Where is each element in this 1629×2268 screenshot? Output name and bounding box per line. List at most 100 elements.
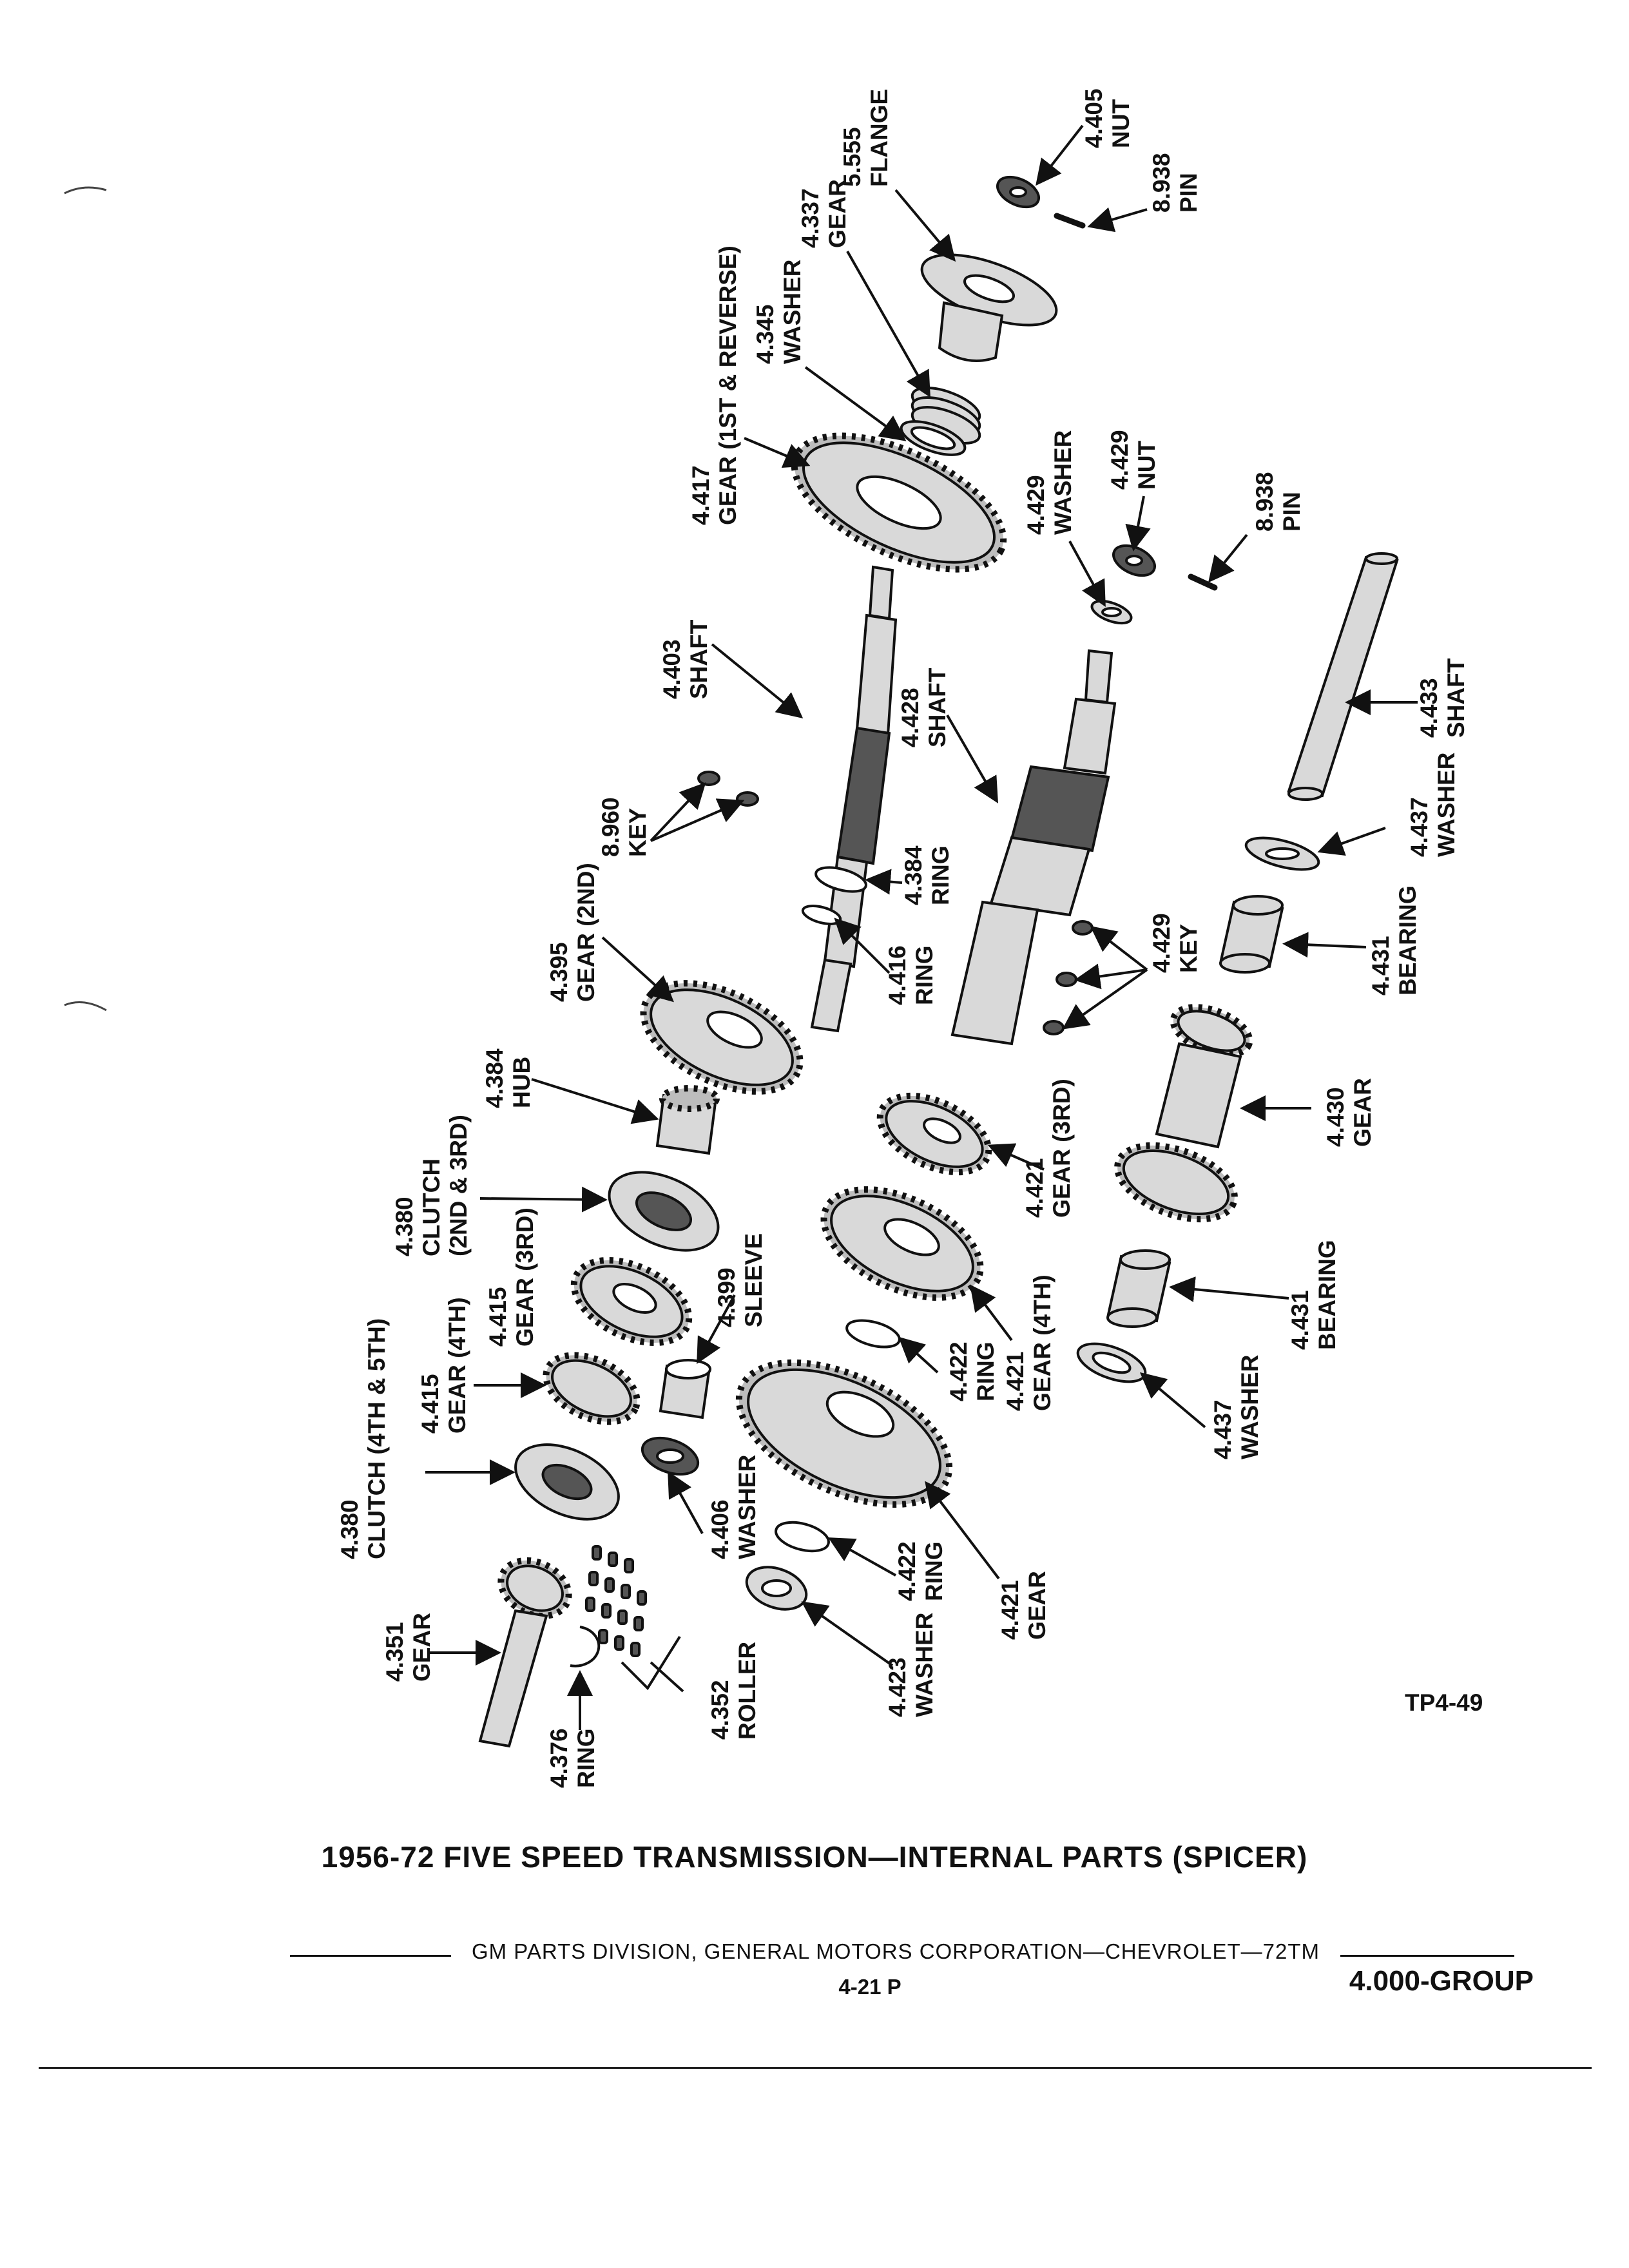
callout-c32: 4.406WASHER bbox=[707, 1455, 760, 1559]
callout-c12: 4.433SHAFT bbox=[1416, 658, 1469, 738]
shaft-4428-shape bbox=[950, 649, 1117, 1046]
callout-c22: 4.421GEAR (3RD) bbox=[1021, 1079, 1075, 1218]
leader-c18 bbox=[1282, 932, 1367, 958]
callout-c29: 4.421GEAR (4TH) bbox=[1002, 1274, 1055, 1411]
leader-c32 bbox=[668, 1471, 704, 1534]
gear-4395-shape bbox=[640, 980, 804, 1095]
callout-c24: 4.415GEAR (3RD) bbox=[485, 1207, 538, 1347]
leader-c11 bbox=[946, 715, 998, 803]
leader-c06 bbox=[744, 437, 811, 468]
leader-c16 bbox=[1317, 827, 1386, 856]
leader-c17b bbox=[1074, 963, 1148, 990]
callout-c31: 4.380CLUTCH (4TH & 5TH) bbox=[336, 1318, 390, 1559]
leader-c37 bbox=[650, 1661, 684, 1693]
clutch-4380-shape bbox=[608, 1171, 720, 1252]
leader-c33 bbox=[828, 1537, 896, 1577]
key-4429-shape bbox=[1072, 920, 1094, 936]
leader-c07 bbox=[1125, 495, 1151, 552]
gear-4430-shape bbox=[1114, 1004, 1253, 1223]
leader-c03 bbox=[894, 189, 956, 262]
leader-c08 bbox=[1068, 541, 1106, 608]
leader-c26 bbox=[1169, 1276, 1289, 1302]
nut-4429-shape bbox=[1112, 544, 1156, 577]
footer-rule-right bbox=[1340, 1955, 1514, 1957]
leader-c19 bbox=[601, 936, 674, 1003]
shaft-4403-shape bbox=[810, 565, 898, 1033]
hub-4384-shape bbox=[655, 1085, 720, 1155]
flange-5555-shape bbox=[920, 253, 1058, 362]
callout-c16: 4.437WASHER bbox=[1406, 753, 1460, 857]
callout-c10: 4.403SHAFT bbox=[659, 619, 712, 699]
leader-c09 bbox=[1208, 533, 1248, 583]
leader-c34 bbox=[925, 1481, 1000, 1580]
callout-c07: 4.429NUT bbox=[1106, 430, 1160, 490]
washer-4437-shape-2 bbox=[1076, 1342, 1147, 1383]
callout-c26: 4.431BEARING bbox=[1287, 1240, 1340, 1350]
callout-c13: 8.960KEY bbox=[597, 797, 651, 857]
bearing-4431-shape bbox=[1219, 895, 1284, 974]
key-8960-shape-2 bbox=[736, 791, 759, 807]
group-number: 4.000-GROUP bbox=[1349, 1965, 1534, 1997]
leader-c23 bbox=[479, 1186, 608, 1213]
key-8960-shape bbox=[697, 771, 720, 786]
leader-c20 bbox=[531, 1078, 659, 1124]
clutch-4380-2-shape bbox=[514, 1443, 620, 1521]
callout-c35: 4.351GEAR bbox=[381, 1613, 435, 1682]
callout-c02: 8.938PIN bbox=[1148, 153, 1202, 213]
key-4429-shape-3 bbox=[1043, 1020, 1065, 1035]
leader-c04 bbox=[846, 251, 930, 398]
gear-4421-shape bbox=[735, 1359, 953, 1508]
callout-c09: 8.938PIN bbox=[1251, 472, 1305, 532]
callout-c38: 4.376RING bbox=[546, 1728, 599, 1788]
callout-c03: 5.555FLANGE bbox=[839, 89, 892, 187]
callout-labels: 4.405NUT 8.938PIN 5.555FLANGE 4.337GEAR … bbox=[336, 88, 1469, 1788]
leader-c10 bbox=[711, 643, 804, 719]
washer-4406-shape bbox=[641, 1436, 700, 1476]
callout-c01: 4.405NUT bbox=[1081, 88, 1134, 148]
gear-4415-4th-shape bbox=[543, 1352, 641, 1425]
shaft-4433-shape bbox=[1287, 552, 1399, 801]
callout-c34: 4.421GEAR bbox=[997, 1571, 1050, 1640]
callout-c21: 4.430GEAR bbox=[1322, 1078, 1376, 1147]
callout-c17: 4.429KEY bbox=[1148, 913, 1202, 973]
figure-code: TP4-49 bbox=[1405, 1689, 1483, 1716]
callout-c33: 4.422RING bbox=[894, 1541, 947, 1601]
bearing-4431-shape-2 bbox=[1106, 1249, 1171, 1328]
washer-4429-shape bbox=[1090, 599, 1133, 625]
ring-4422-shape bbox=[845, 1319, 901, 1349]
gear-4421-3rd-shape bbox=[876, 1092, 992, 1176]
pin-8938-shape-2 bbox=[1188, 573, 1218, 591]
key-4429-shape-2 bbox=[1055, 972, 1077, 987]
callout-c15: 4.416RING bbox=[884, 945, 938, 1005]
leader-c05 bbox=[804, 366, 907, 441]
part-shapes bbox=[478, 175, 1399, 1748]
gear-4351-shape bbox=[478, 1557, 572, 1748]
gear-4421-4th-shape bbox=[820, 1186, 984, 1301]
leader-c28 bbox=[898, 1336, 939, 1374]
ring-4376-shape bbox=[570, 1626, 601, 1667]
pin-8938-shape bbox=[1054, 213, 1086, 229]
leader-c17c bbox=[1062, 968, 1148, 1030]
leader-c17a bbox=[1090, 926, 1148, 971]
footer-text: GM PARTS DIVISION, GENERAL MOTORS CORPOR… bbox=[471, 1939, 1320, 1963]
scan-mark bbox=[64, 1001, 107, 1012]
callout-c20: 4.384HUB bbox=[481, 1048, 535, 1108]
callout-c04: 4.337GEAR bbox=[797, 179, 851, 248]
washer-4437-shape bbox=[1244, 836, 1320, 871]
gear-4415-3rd-shape bbox=[570, 1256, 693, 1347]
callout-c06: 4.417GEAR (1ST & REVERSE) bbox=[688, 245, 741, 525]
leader-c02 bbox=[1087, 207, 1148, 233]
nut-4405-shape bbox=[996, 175, 1040, 209]
callout-c25: 4.399SLEEVE bbox=[713, 1233, 767, 1327]
callout-c05: 4.345WASHER bbox=[752, 260, 805, 364]
leader-c14 bbox=[865, 869, 903, 895]
leader-c25 bbox=[697, 1294, 736, 1365]
callout-c08: 4.429WASHER bbox=[1023, 430, 1076, 535]
callout-c11: 4.428SHAFT bbox=[897, 668, 950, 747]
page-number: 4-21 P bbox=[838, 1975, 901, 1999]
exploded-parts-diagram: 4.405NUT 8.938PIN 5.555FLANGE 4.337GEAR … bbox=[64, 88, 1483, 1788]
sleeve-4399-shape bbox=[659, 1359, 711, 1419]
callout-c36: 4.423WASHER bbox=[884, 1613, 938, 1717]
callout-c14: 4.384RING bbox=[900, 845, 954, 905]
footer: GM PARTS DIVISION, GENERAL MOTORS CORPOR… bbox=[290, 1939, 1514, 1972]
